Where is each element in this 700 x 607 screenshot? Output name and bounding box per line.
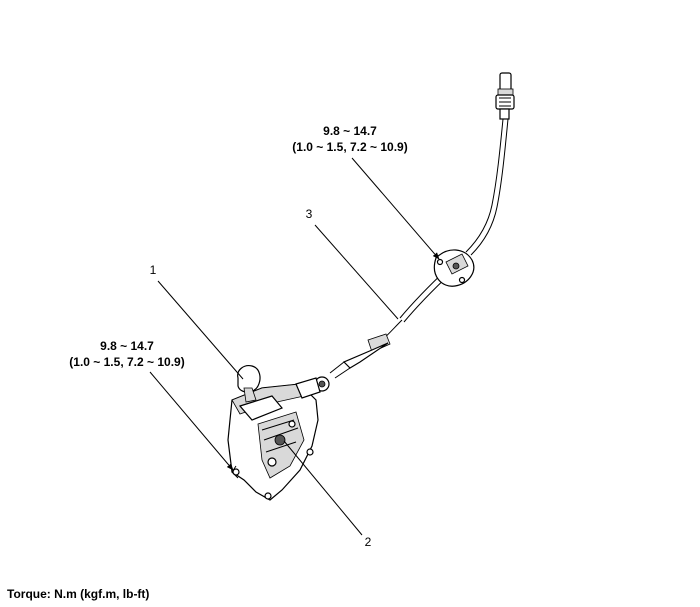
part-3-callout: 3 (306, 207, 399, 320)
upper-torque-units: (1.0 ~ 1.5, 7.2 ~ 10.9) (292, 140, 407, 154)
upper-torque-callout: 9.8 ~ 14.7 (1.0 ~ 1.5, 7.2 ~ 10.9) (292, 124, 440, 260)
lower-torque-callout: 9.8 ~ 14.7 (1.0 ~ 1.5, 7.2 ~ 10.9) (69, 339, 234, 471)
lower-torque-value: 9.8 ~ 14.7 (100, 339, 154, 353)
part-2-callout: 2 (283, 440, 372, 549)
part-3-label: 3 (306, 207, 313, 221)
part-1-label: 1 (150, 263, 157, 277)
part-2-label: 2 (365, 535, 372, 549)
cable-end-connector (495, 72, 515, 120)
cable-mounting-bracket (433, 249, 475, 287)
torque-units-note: Torque: N.m (kgf.m, lb-ft) (7, 587, 149, 601)
lower-torque-units: (1.0 ~ 1.5, 7.2 ~ 10.9) (69, 355, 184, 369)
shift-cable (329, 118, 509, 379)
upper-torque-value: 9.8 ~ 14.7 (323, 124, 377, 138)
shift-lever-assembly (227, 365, 330, 501)
part-1-callout: 1 (150, 263, 244, 380)
